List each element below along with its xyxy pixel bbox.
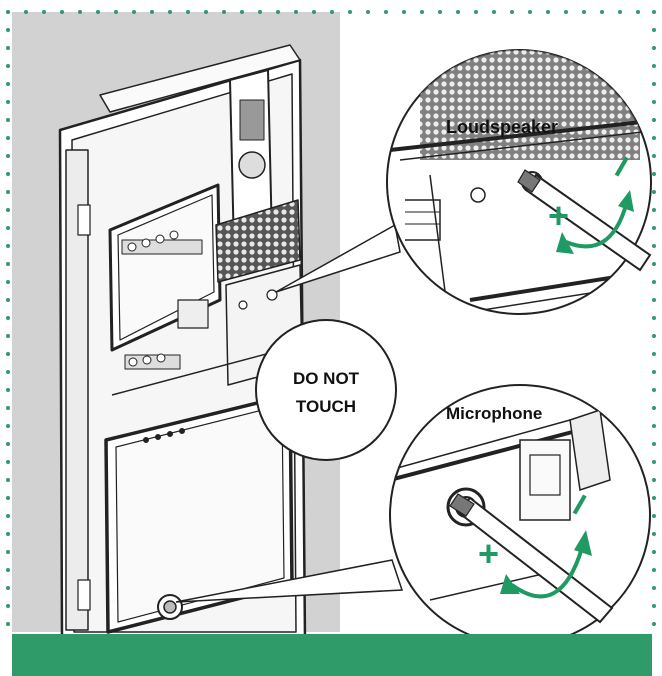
loudspeaker-magnifier: – + Loudspeaker xyxy=(386,49,652,315)
do-not-touch-line1: DO NOT xyxy=(293,369,360,388)
microphone-magnifier: – + Microphone xyxy=(389,384,651,646)
screwdriver-top xyxy=(517,169,652,272)
loudspeaker-label: Loudspeaker xyxy=(446,117,558,137)
footer-bar xyxy=(12,634,652,676)
dotted-frame xyxy=(6,10,656,636)
microphone-label: Microphone xyxy=(446,404,542,423)
do-not-touch-callout: DO NOT TOUCH xyxy=(255,319,397,461)
do-not-touch-line2: TOUCH xyxy=(296,397,356,416)
intercom-device xyxy=(58,44,307,642)
rotation-arrow-top xyxy=(565,204,628,249)
increase-symbol-bottom: + xyxy=(478,533,499,574)
increase-symbol-top: + xyxy=(548,195,569,236)
rotation-arrow-bottom xyxy=(510,547,584,599)
screwdriver-bottom xyxy=(449,493,614,624)
